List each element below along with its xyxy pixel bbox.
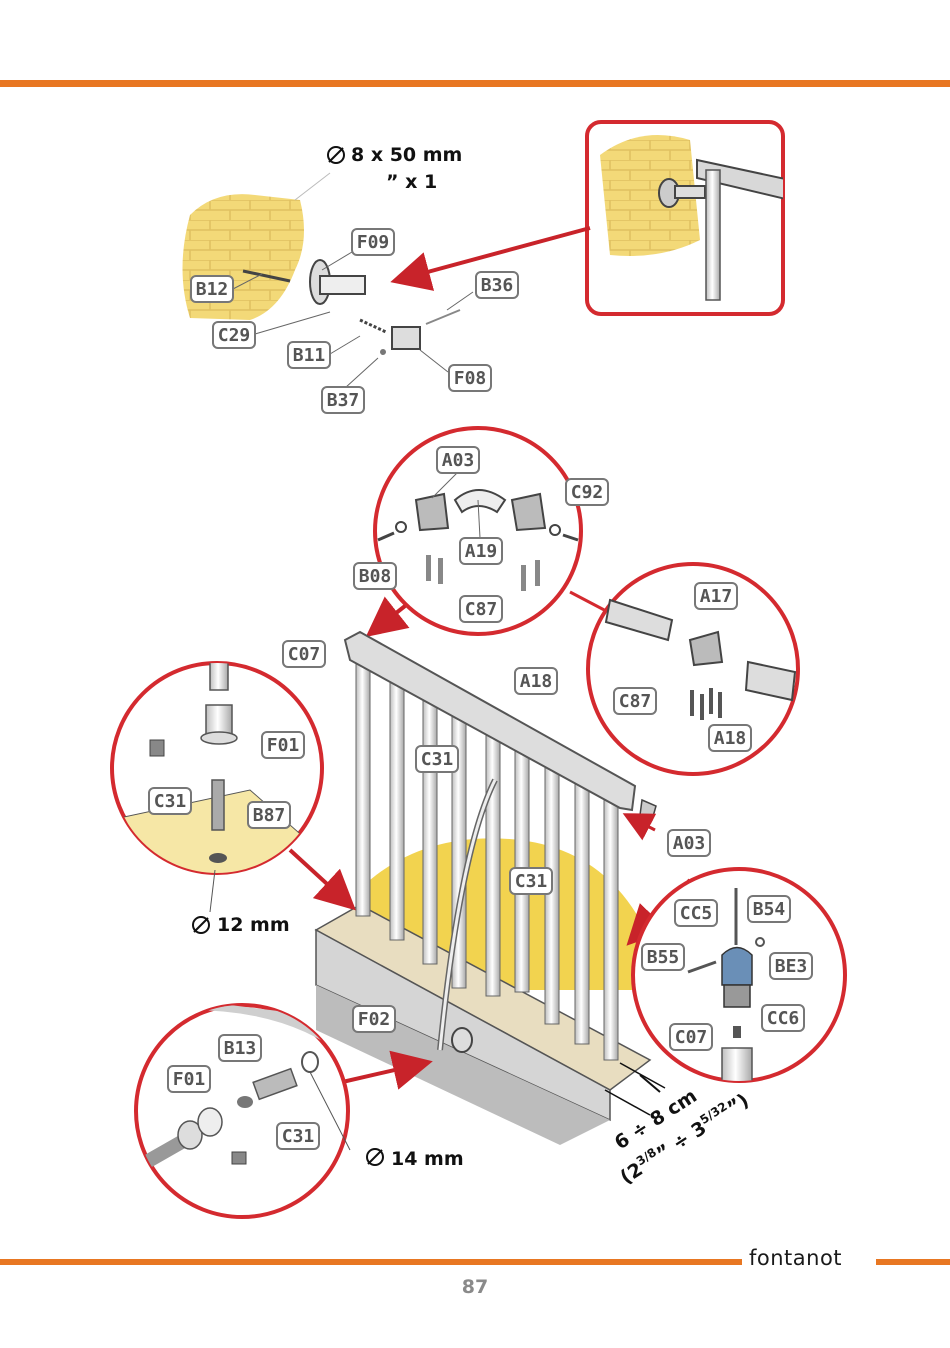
- svg-text:A18: A18: [714, 728, 747, 749]
- callout-c31-upper: C31: [416, 746, 458, 772]
- svg-text:C87: C87: [619, 691, 652, 712]
- callout-c31-left: C31: [149, 788, 191, 814]
- fixing-qty-text: ” x 1: [386, 171, 437, 193]
- callout-f02: F02: [353, 1006, 395, 1032]
- svg-text:B54: B54: [753, 899, 786, 920]
- callout-b54: B54: [748, 896, 790, 922]
- floor-anchor-inset: [110, 660, 330, 880]
- rail-connector-inset: [570, 564, 798, 774]
- callout-cc6: CC6: [762, 1005, 804, 1031]
- callout-c29: C29: [213, 322, 255, 348]
- svg-text:CC6: CC6: [767, 1008, 800, 1029]
- svg-text:C31: C31: [421, 749, 454, 770]
- svg-text:BE3: BE3: [775, 956, 808, 977]
- hole-14-text: 14 mm: [391, 1148, 464, 1170]
- callout-b87: B87: [248, 802, 290, 828]
- footer-accent-bar-right: [876, 1259, 950, 1265]
- brand-logo: fontanot: [749, 1246, 842, 1270]
- callout-c31-lower: C31: [510, 868, 552, 894]
- callout-c87-right: C87: [614, 688, 656, 714]
- hole-diameter-12: [193, 870, 215, 933]
- callout-a03-end: A03: [668, 830, 710, 856]
- callout-a03-top: A03: [437, 447, 479, 473]
- callout-c07-top: C07: [283, 641, 325, 667]
- callout-b12: B12: [191, 276, 233, 302]
- svg-text:A19: A19: [465, 541, 498, 562]
- svg-text:F09: F09: [357, 232, 390, 253]
- callout-b13: B13: [219, 1035, 261, 1061]
- post-head-inset: [633, 869, 845, 1088]
- svg-text:F01: F01: [267, 735, 300, 756]
- callout-a19: A19: [460, 538, 502, 564]
- svg-text:A03: A03: [673, 833, 706, 854]
- callout-c31-bottom: C31: [277, 1123, 319, 1149]
- svg-text:B11: B11: [293, 345, 326, 366]
- svg-text:B08: B08: [359, 566, 392, 587]
- callout-b11: B11: [288, 342, 330, 368]
- svg-text:C29: C29: [218, 325, 251, 346]
- svg-text:CC5: CC5: [680, 903, 713, 924]
- rail-wall-mount-inset: [587, 122, 790, 314]
- svg-text:C31: C31: [282, 1126, 315, 1147]
- callout-f08: F08: [449, 365, 491, 391]
- svg-text:B36: B36: [481, 275, 514, 296]
- callout-f09: F09: [352, 229, 394, 255]
- footer-accent-bar-left: [0, 1259, 742, 1265]
- callout-c87-top: C87: [460, 596, 502, 622]
- svg-text:C31: C31: [154, 791, 187, 812]
- callout-a17: A17: [695, 583, 737, 609]
- svg-text:A03: A03: [442, 450, 475, 471]
- svg-text:C92: C92: [571, 482, 604, 503]
- svg-text:B12: B12: [196, 279, 229, 300]
- svg-text:C87: C87: [465, 599, 498, 620]
- callout-f01-left: F01: [262, 732, 304, 758]
- fixing-size-text: 8 x 50 mm: [351, 144, 462, 166]
- callout-b36: B36: [476, 272, 518, 298]
- page-number: 87: [0, 1276, 950, 1298]
- callout-c07-right: C07: [670, 1024, 712, 1050]
- hole-12-text: 12 mm: [217, 914, 290, 936]
- callout-f01-bottom: F01: [168, 1066, 210, 1092]
- svg-text:F02: F02: [358, 1009, 391, 1030]
- callout-b37: B37: [322, 387, 364, 413]
- callout-a18-rail: A18: [515, 668, 557, 694]
- svg-text:B13: B13: [224, 1038, 257, 1059]
- callout-cc5: CC5: [675, 900, 717, 926]
- svg-text:F08: F08: [454, 368, 487, 389]
- svg-text:B55: B55: [647, 947, 680, 968]
- callout-b08: B08: [354, 563, 396, 589]
- callout-c92: C92: [566, 479, 608, 505]
- svg-text:B37: B37: [327, 390, 360, 411]
- svg-text:A17: A17: [700, 586, 733, 607]
- svg-text:A18: A18: [520, 671, 553, 692]
- svg-text:B87: B87: [253, 805, 286, 826]
- callout-a18-right: A18: [709, 725, 751, 751]
- svg-text:F01: F01: [173, 1069, 206, 1090]
- callout-b55: B55: [642, 944, 684, 970]
- callout-be3: BE3: [770, 953, 812, 979]
- svg-text:C07: C07: [288, 644, 321, 665]
- svg-text:C31: C31: [515, 871, 548, 892]
- svg-text:C07: C07: [675, 1027, 708, 1048]
